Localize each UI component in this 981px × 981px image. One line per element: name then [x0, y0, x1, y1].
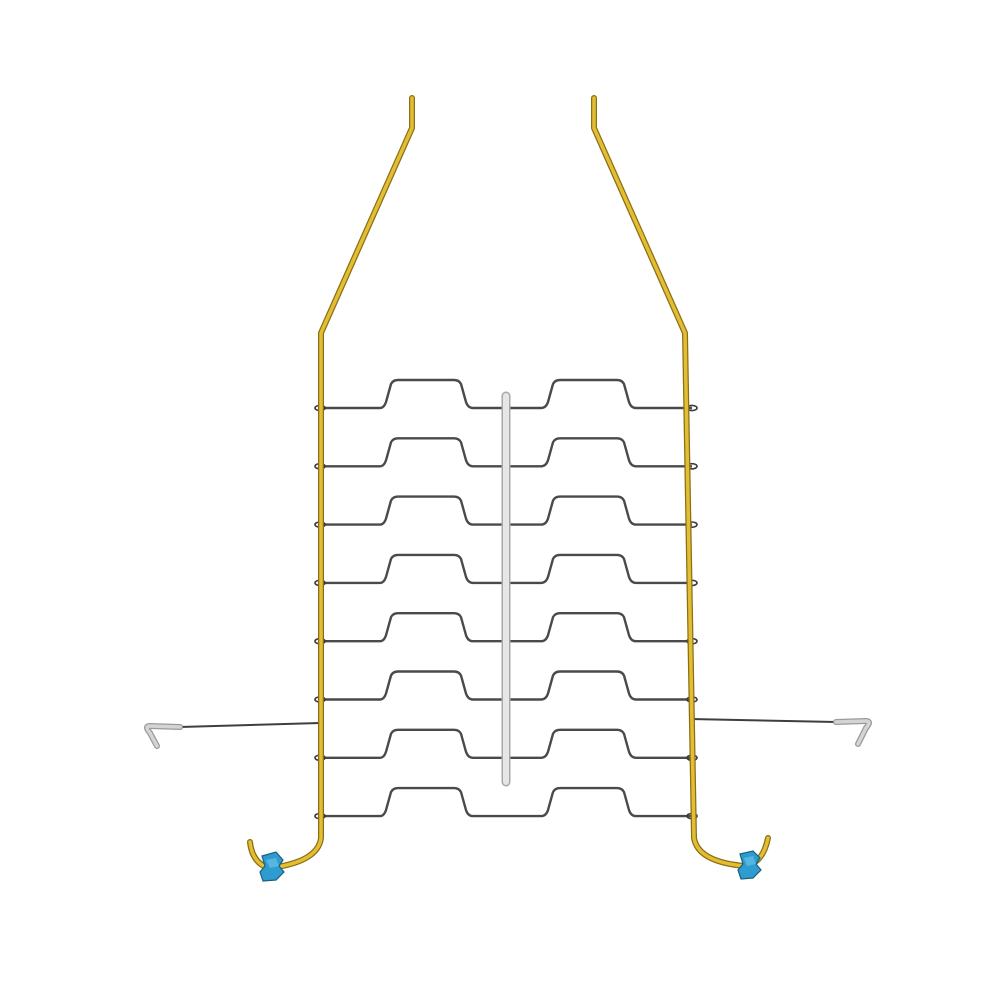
rung-wire: [320, 786, 692, 818]
foot-clip-left: [259, 851, 285, 882]
right-frame-wire: [591, 95, 771, 869]
side-hook-left: [144, 722, 321, 749]
left-frame-wire: [247, 95, 415, 871]
foot-clip-right: [737, 850, 762, 880]
side-hook-right: [689, 717, 872, 747]
